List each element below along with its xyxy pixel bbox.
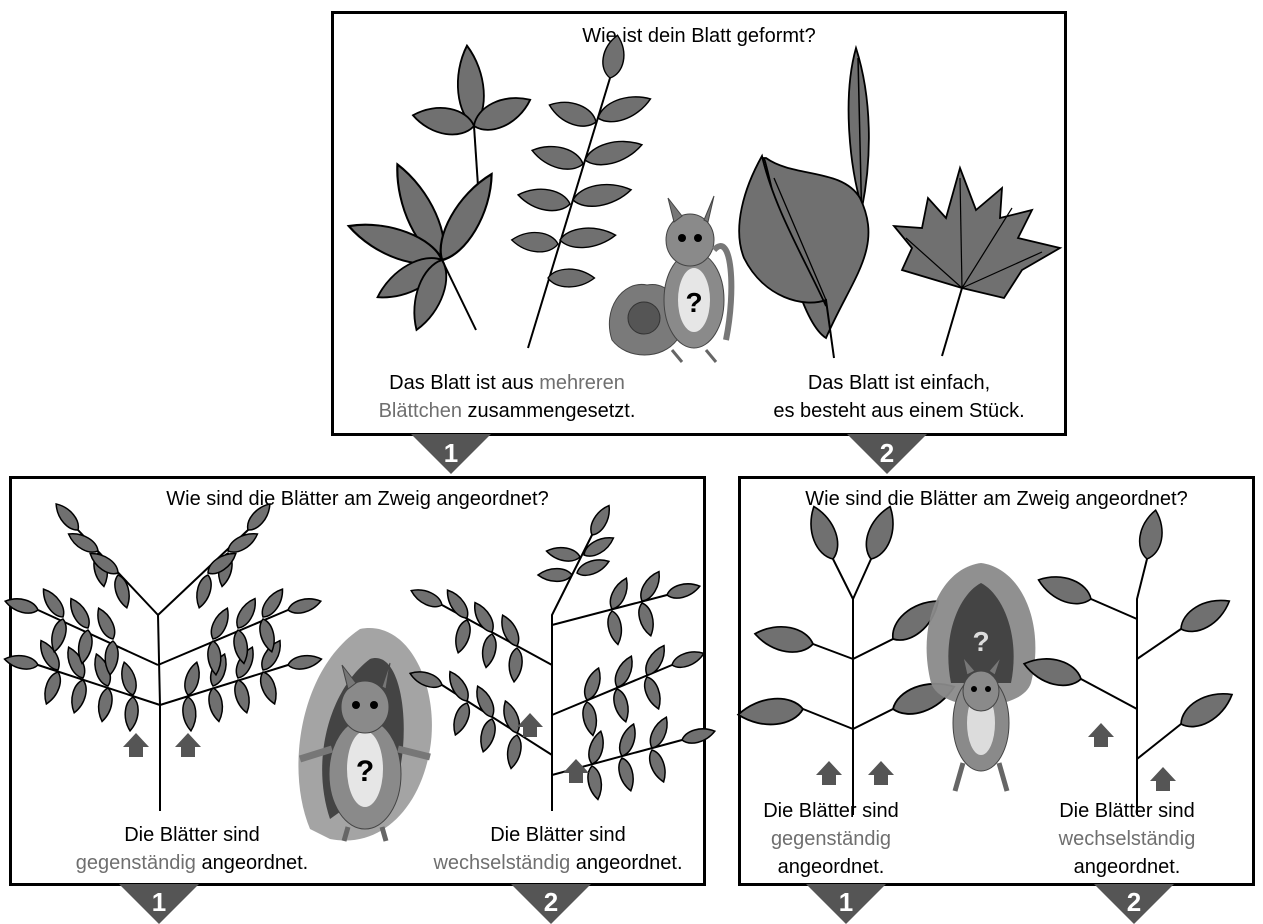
right-answer-2-line-3: angeordnet. xyxy=(1074,856,1181,878)
squirrel-thinking-illustration: ? xyxy=(602,190,742,370)
top-answer-2-line-1: Das Blatt ist einfach, xyxy=(808,372,990,394)
left-answer-1-line-1: Die Blätter sind xyxy=(124,824,260,846)
right-answer-1-line-3: angeordnet. xyxy=(778,856,885,878)
squirrel-question-mark: ? xyxy=(685,287,702,318)
right-branch-2-marker: 2 xyxy=(1094,884,1174,924)
right-branch-2-label: 2 xyxy=(1127,887,1141,917)
squirrel-question-mark: ? xyxy=(356,755,374,788)
left-answer-2-highlight: wechselständig xyxy=(433,852,570,874)
left-answer-2-text: angeordnet. xyxy=(570,852,682,874)
left-answer-1-text: angeordnet. xyxy=(196,852,308,874)
arrow-up-icon xyxy=(123,733,149,757)
arrow-up-icon xyxy=(563,759,589,783)
top-answer-1: Das Blatt ist aus mehreren Blättchen zus… xyxy=(352,369,662,425)
right-answer-2-line-1: Die Blätter sind xyxy=(1059,800,1195,822)
arrow-up-icon xyxy=(517,713,543,737)
trifoliate-leaf xyxy=(411,45,536,186)
top-answer-1-text-2: zusammengesetzt. xyxy=(462,400,635,422)
squirrel-question-mark: ? xyxy=(972,626,989,657)
arrow-up-icon xyxy=(868,761,894,785)
left-branch-1-label: 1 xyxy=(152,887,166,917)
simple-leaves-illustration xyxy=(734,38,1064,358)
top-answer-1-highlight-2: Blättchen xyxy=(379,400,462,422)
left-branch-2-label: 2 xyxy=(544,887,558,917)
top-answer-2: Das Blatt ist einfach, es besteht aus ei… xyxy=(734,369,1064,425)
right-answer-1-line-1: Die Blätter sind xyxy=(763,800,899,822)
alternate-simple-branch xyxy=(1041,519,1241,819)
left-question: Wie sind die Blätter am Zweig angeordnet… xyxy=(12,487,703,511)
alternate-compound-branch xyxy=(412,515,702,815)
arrow-up-icon xyxy=(1088,723,1114,747)
top-answer-1-text: Das Blatt ist aus xyxy=(389,372,539,394)
left-answer-2: Die Blätter sind wechselständig angeordn… xyxy=(410,821,706,877)
left-answer-1-highlight: gegenständig xyxy=(76,852,196,874)
top-branch-1-label: 1 xyxy=(444,438,458,468)
top-branch-2-marker: 2 xyxy=(847,434,927,476)
palmate-leaf xyxy=(344,159,504,335)
left-branch-1-marker: 1 xyxy=(119,884,199,924)
top-branch-1-marker: 1 xyxy=(411,434,491,476)
right-panel: Wie sind die Blätter am Zweig angeordnet… xyxy=(738,476,1255,886)
right-question: Wie sind die Blätter am Zweig angeordnet… xyxy=(741,487,1252,511)
left-answer-2-line-1: Die Blätter sind xyxy=(490,824,626,846)
heart-leaf xyxy=(739,156,868,358)
top-branch-2-label: 2 xyxy=(880,438,894,468)
right-answer-2-highlight: wechselständig xyxy=(1059,828,1196,850)
top-panel: Wie ist dein Blatt geformt? xyxy=(331,11,1067,436)
right-answer-1-highlight: gegenständig xyxy=(771,828,891,850)
top-answer-2-line-2: es besteht aus einem Stück. xyxy=(773,400,1024,422)
right-branch-1-marker: 1 xyxy=(806,884,886,924)
arrow-up-icon xyxy=(816,761,842,785)
arrow-up-icon xyxy=(1150,767,1176,791)
opposite-simple-branch xyxy=(753,519,943,819)
opposite-compound-branch xyxy=(18,515,318,815)
squirrel-standing-illustration: ? xyxy=(921,563,1041,803)
right-answer-1: Die Blätter sind gegenständig angeordnet… xyxy=(751,797,911,881)
left-answer-1: Die Blätter sind gegenständig angeordnet… xyxy=(62,821,322,877)
maple-leaf xyxy=(894,168,1060,356)
arrow-up-icon xyxy=(175,733,201,757)
right-branch-1-label: 1 xyxy=(839,887,853,917)
right-answer-2: Die Blätter sind wechselständig angeordn… xyxy=(1037,797,1217,881)
left-branch-2-marker: 2 xyxy=(511,884,591,924)
top-answer-1-highlight: mehreren xyxy=(539,372,625,394)
left-panel: Wie sind die Blätter am Zweig angeordnet… xyxy=(9,476,706,886)
